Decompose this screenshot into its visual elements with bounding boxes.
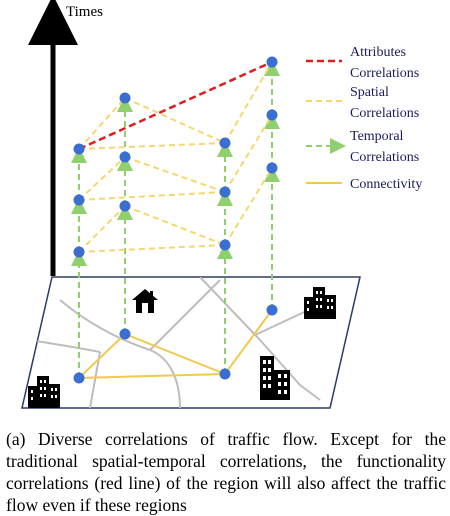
city-buildings-right-icon bbox=[304, 287, 336, 319]
legend-temporal-line2: Correlations bbox=[350, 150, 419, 165]
legend-temporal-line1: Temporal bbox=[350, 129, 404, 144]
road-network bbox=[29, 277, 331, 408]
spatial-correlation-edges bbox=[78, 61, 273, 253]
connectivity-edges bbox=[78, 309, 273, 379]
legend-attributes-line1: Attributes bbox=[350, 45, 406, 60]
time-axis-label: Times bbox=[66, 4, 103, 20]
svg-text:Attributes Correlations: Attributes Correlations bbox=[350, 45, 419, 81]
region-nodes bbox=[73, 56, 278, 384]
legend-spatial-line2: Correlations bbox=[350, 106, 419, 121]
traffic-correlation-diagram: Times bbox=[21, 0, 422, 409]
legend-attributes-line2: Correlations bbox=[350, 66, 419, 81]
legend: Attributes Correlations Spatial Correlat… bbox=[306, 45, 422, 192]
figure-caption: (a) Diverse correlations of traffic flow… bbox=[6, 429, 446, 515]
house-icon bbox=[132, 289, 158, 313]
map-plane bbox=[21, 276, 361, 409]
temporal-correlation-edges bbox=[71, 60, 280, 378]
attribute-correlation-edges bbox=[78, 60, 273, 151]
city-buildings-left-icon bbox=[28, 376, 60, 408]
svg-text:Connectivity: Connectivity bbox=[350, 177, 422, 192]
legend-spatial-line1: Spatial bbox=[350, 85, 389, 100]
office-building-icon bbox=[260, 356, 290, 400]
svg-text:Temporal Correlations: Temporal Correlations bbox=[350, 129, 419, 165]
legend-connectivity-label: Connectivity bbox=[350, 177, 422, 192]
svg-text:Spatial Correlations: Spatial Correlations bbox=[350, 85, 419, 121]
